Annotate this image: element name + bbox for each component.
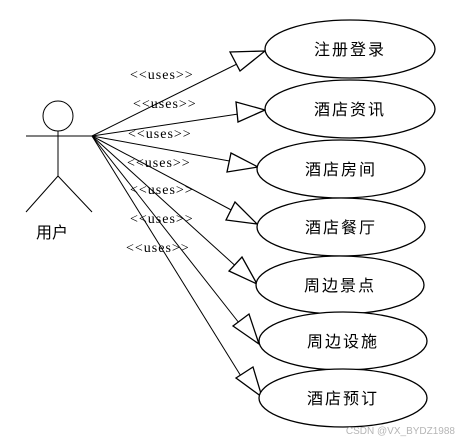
association-line <box>91 112 246 137</box>
actor-right-leg <box>57 175 93 213</box>
use-case-label: 酒店房间 <box>305 160 377 179</box>
actor-head <box>42 100 74 132</box>
association-line <box>91 135 236 213</box>
use-case-label: 周边设施 <box>307 332 379 351</box>
stereotype-label: <<uses>> <box>128 127 192 142</box>
use-case-label: 酒店餐厅 <box>305 218 377 237</box>
use-case-hotel-booking: 酒店预订 <<uses>> <box>91 135 428 428</box>
use-case-label: 酒店预订 <box>307 389 379 408</box>
stereotype-label: <<uses>> <box>127 156 191 171</box>
use-case-ellipse <box>258 368 428 428</box>
association-line <box>91 135 245 382</box>
watermark: CSDN @VX_BYDZ1988 <box>346 426 456 437</box>
stereotype-label: <<uses>> <box>133 97 197 112</box>
arrowhead <box>225 200 259 225</box>
use-case-label: 周边景点 <box>304 276 376 295</box>
association-line <box>91 135 244 329</box>
actor-label: 用户 <box>36 223 68 242</box>
arrowhead <box>231 312 261 346</box>
use-case-register-login: 注册登录 <<uses>> <box>91 19 436 137</box>
use-case-hotel-news: 酒店资讯 <<uses>> <box>91 79 436 139</box>
stereotype-label: <<uses>> <box>126 241 190 256</box>
association-line <box>91 59 246 137</box>
actor-figure <box>25 100 93 213</box>
arrowhead <box>228 50 267 72</box>
association-line <box>91 135 241 271</box>
actor-left-leg <box>25 175 59 213</box>
use-case-ellipse <box>264 79 436 139</box>
arrowhead <box>235 101 267 123</box>
use-case-label: 注册登录 <box>314 40 386 59</box>
use-case-nearby-attractions: 周边景点 <<uses>> <box>91 135 425 315</box>
use-case-ellipse <box>264 19 436 79</box>
stereotype-label: <<uses>> <box>130 212 194 227</box>
arrowhead <box>226 152 261 173</box>
use-case-nearby-facilities: 周边设施 <<uses>> <box>91 135 428 371</box>
association-line <box>91 135 236 163</box>
stereotype-label: <<uses>> <box>130 68 194 83</box>
use-case-hotel-restaurant: 酒店餐厅 <<uses>> <box>91 135 426 257</box>
use-case-label: 酒店资讯 <box>314 100 386 119</box>
use-case-hotel-rooms: 酒店房间 <<uses>> <box>91 127 426 199</box>
stereotype-label: <<uses>> <box>130 183 194 198</box>
arrowhead <box>234 365 264 399</box>
arrowhead <box>227 255 259 286</box>
